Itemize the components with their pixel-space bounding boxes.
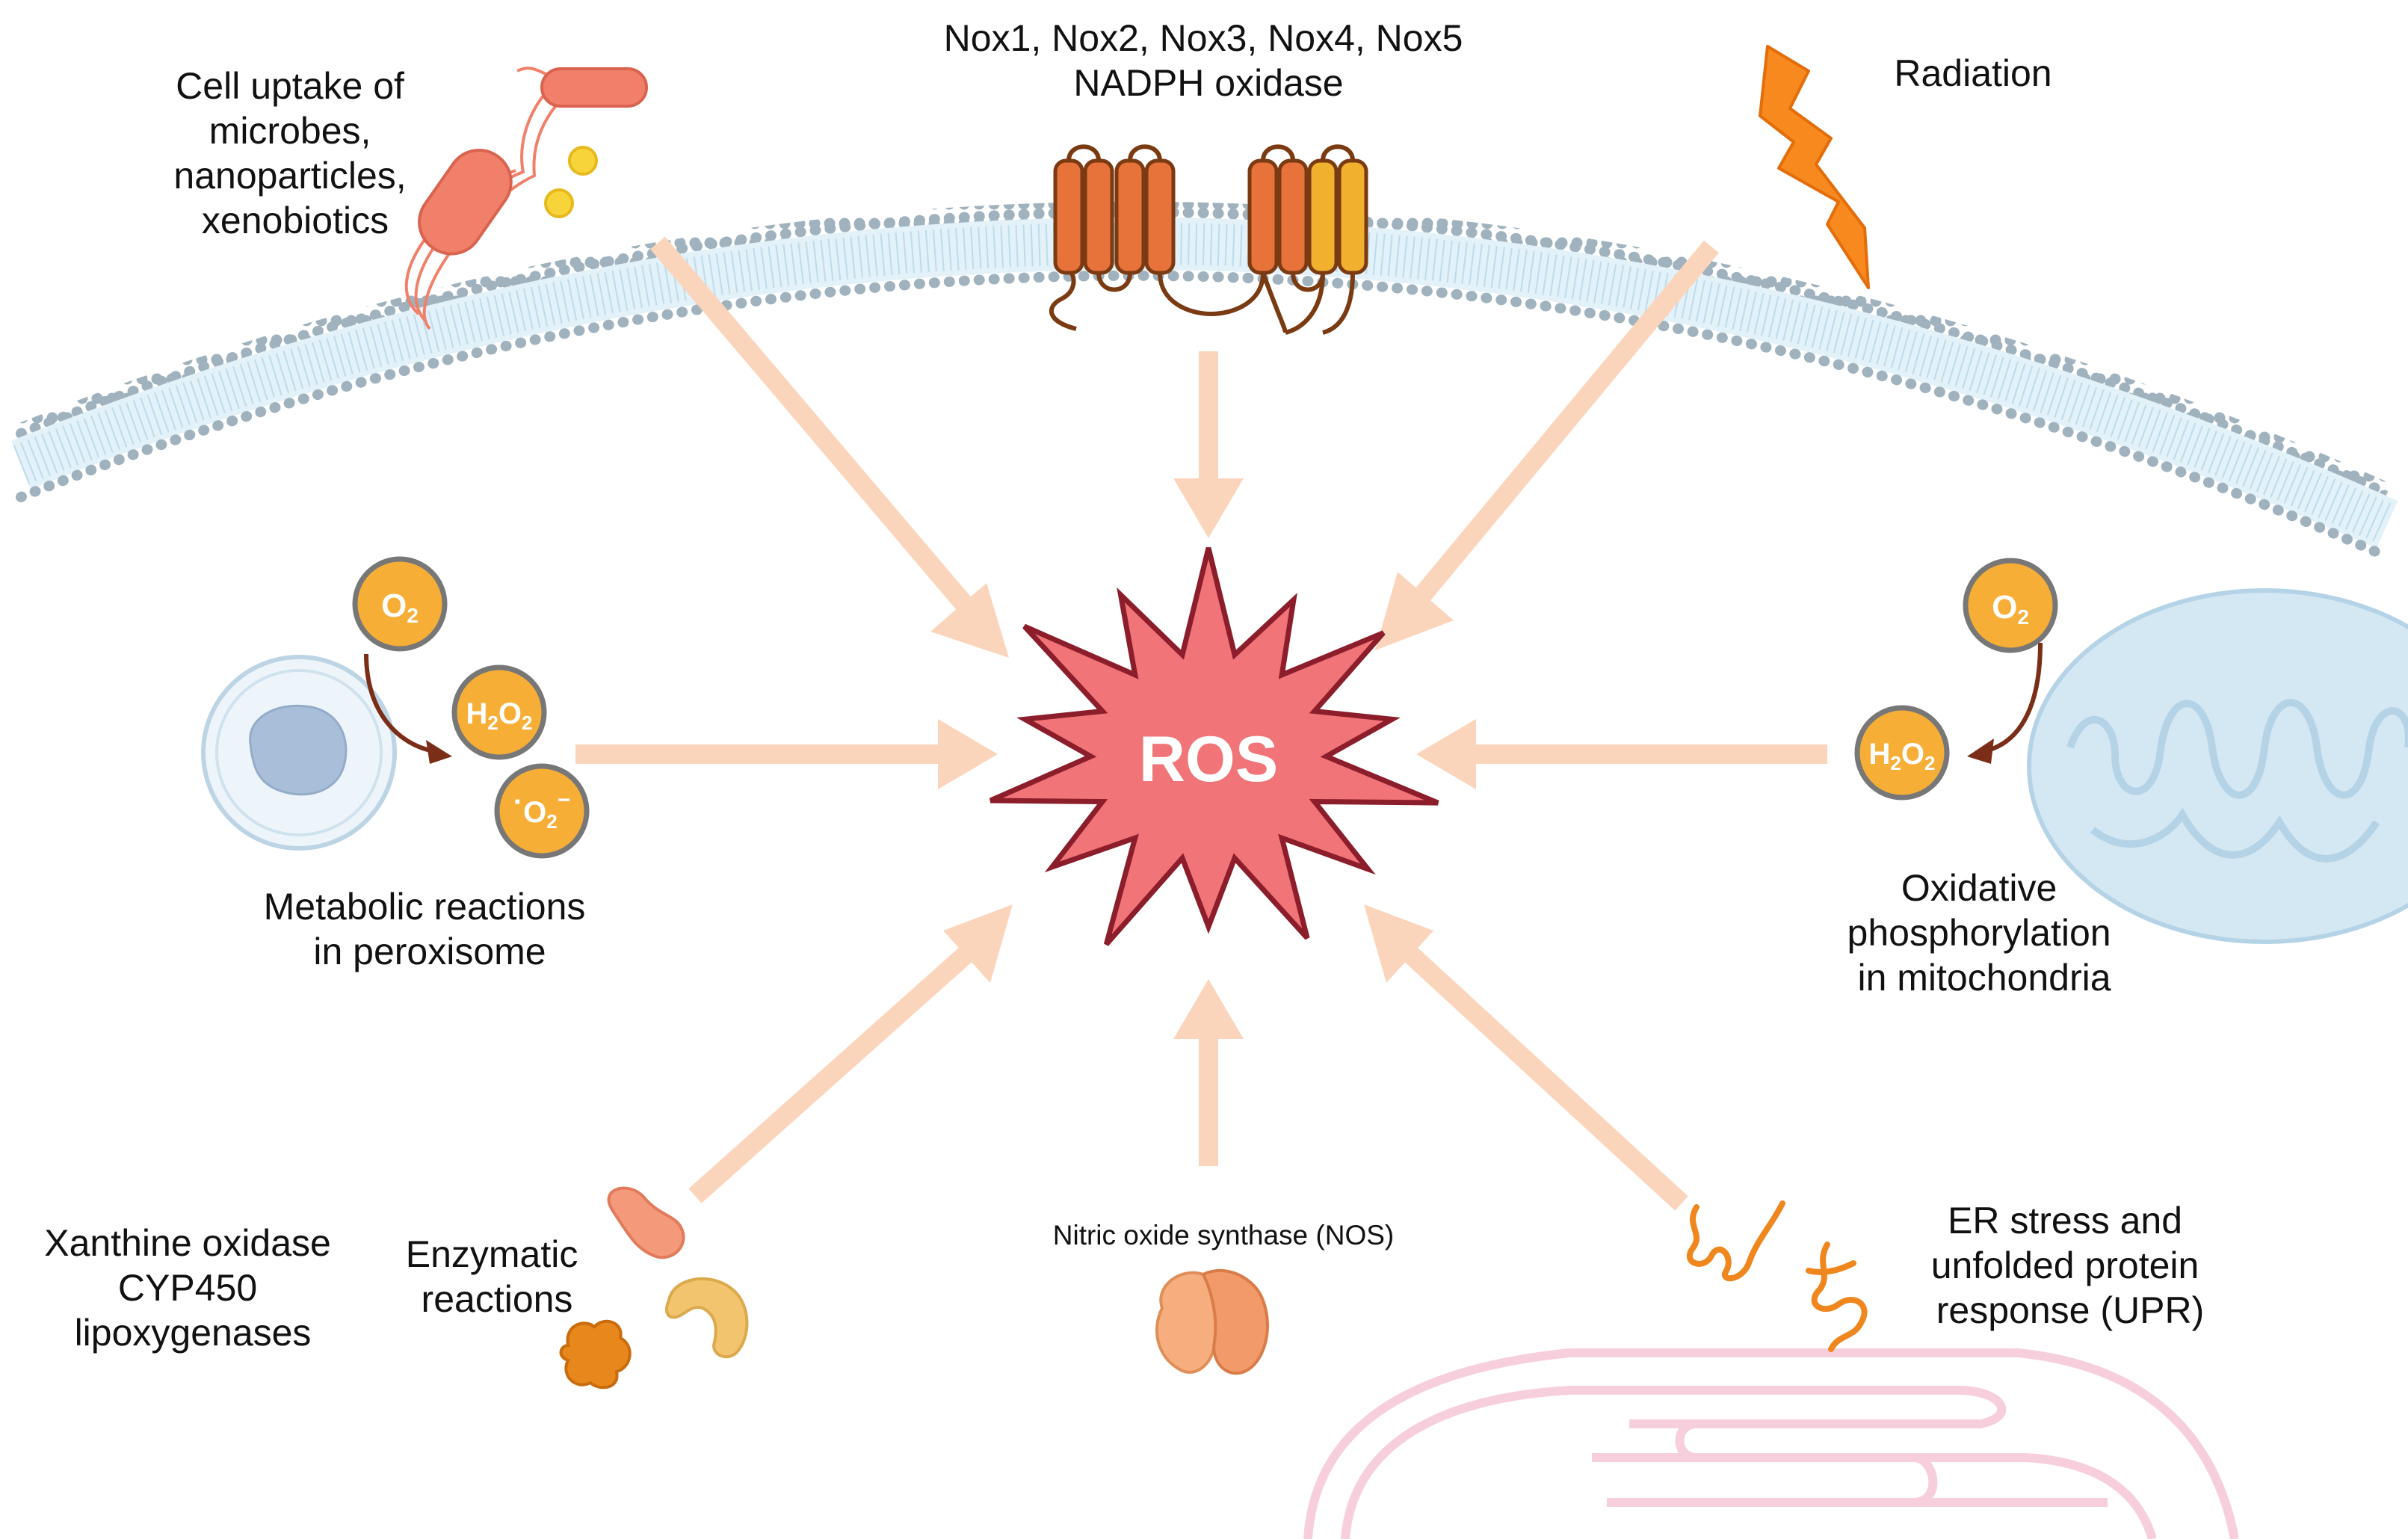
nos-label: Nitric oxide synthase (NOS)	[1053, 1220, 1394, 1250]
nox-isoforms-label: Nox1, Nox2, Nox3, Nox4, Nox5	[944, 17, 1463, 59]
ros-star-shape	[989, 547, 1439, 946]
er-stress-line-3: response (UPR)	[1936, 1289, 2204, 1331]
svg-text:ER stress and unfolded: ER stress and unfolded protein response …	[1931, 1200, 2210, 1331]
svg-text:Oxidative phosphorylat: Oxidative phosphorylation in mitochondri…	[1847, 867, 2122, 999]
mitochondria-line-1: Oxidative	[1901, 867, 2057, 909]
ros-label: ROS	[1139, 724, 1278, 795]
svg-text:H2O2: H2O2	[1869, 738, 1936, 774]
er-stress-source: ER stress and unfolded protein response …	[1686, 1200, 2210, 1352]
endoplasmic-reticulum-icon	[1303, 1348, 2239, 1539]
nos-enzyme-icon	[1155, 1269, 1269, 1375]
svg-text:Nox1, Nox2, Nox3, Nox4, Nox5: Nox1, Nox2, Nox3, Nox4, Nox5 NADPH oxida…	[944, 17, 1474, 104]
arrow-peroxisome	[575, 719, 998, 789]
svg-text:Xanthine oxidase CYP45: Xanthine oxidase CYP450 lipoxygenases	[44, 1222, 342, 1354]
mitochondria-reaction-arrow	[1983, 642, 2043, 753]
o2-molecule: O2	[352, 556, 448, 652]
cell-uptake-source: Cell uptake of microbes, nanoparticles, …	[173, 65, 648, 330]
xanthine-line-2: CYP450	[118, 1267, 257, 1309]
nox-helices	[1053, 158, 1368, 275]
arrow-nos	[1173, 979, 1244, 1166]
mitochondria-line-3: in mitochondria	[1857, 957, 2111, 999]
mitochondrion-icon	[2027, 588, 2408, 944]
xanthine-line-3: lipoxygenases	[75, 1312, 312, 1354]
peroxisome-reaction-arrow	[364, 653, 434, 753]
arrow-cell-uptake	[650, 236, 1009, 658]
er-stress-line-2: unfolded protein	[1931, 1245, 2199, 1286]
arrow-mitochondria	[1416, 719, 1827, 789]
h2o2-molecule-mito: H2O2	[1854, 705, 1950, 801]
enzymatic-line-1: Enzymatic	[406, 1233, 578, 1275]
cell-uptake-line-4: xenobiotics	[202, 200, 389, 241]
svg-text:Enzymatic reactions: Enzymatic reactions	[406, 1233, 589, 1320]
unfolded-protein-icon	[1686, 1200, 1868, 1352]
peroxisome-line-2: in peroxisome	[313, 931, 546, 972]
svg-text:·O2−: ·O2−	[513, 786, 570, 833]
svg-text:Cell uptake of microbe: Cell uptake of microbes, nanoparticles, …	[173, 65, 416, 241]
radiation-label: Radiation	[1894, 52, 2052, 94]
svg-text:O2: O2	[381, 587, 419, 627]
mitochondria-line-2: phosphorylation	[1847, 912, 2111, 954]
radiation-source: Radiation	[1759, 45, 2052, 289]
bacterium-icon	[404, 67, 648, 330]
mitochondria-source: O2 H2O2 Oxidative phosphorylation in mit…	[1847, 558, 2122, 999]
cell-uptake-line-3: nanoparticles,	[173, 155, 406, 197]
arrow-nox	[1173, 351, 1244, 538]
cell-membrane	[11, 201, 2398, 562]
nox-name-label: NADPH oxidase	[1073, 62, 1343, 104]
svg-text:O2: O2	[1992, 589, 2029, 629]
arrow-er-stress	[1364, 904, 1688, 1211]
peroxisome-icon	[201, 655, 397, 851]
enzymatic-line-2: reactions	[422, 1278, 573, 1320]
enzyme-icon	[559, 1186, 749, 1390]
cell-uptake-line-2: microbes,	[209, 110, 371, 152]
xanthine-line-1: Xanthine oxidase	[44, 1222, 331, 1264]
nos-source: Nitric oxide synthase (NOS)	[1053, 1220, 1394, 1375]
ros-arrows	[575, 236, 1827, 1211]
nanoparticle-icon	[544, 146, 598, 218]
peroxisome-line-1: Metabolic reactions	[264, 886, 586, 928]
svg-text:Metabolic reactions in: Metabolic reactions in peroxisome	[264, 886, 596, 972]
enzymatic-source: Xanthine oxidase CYP450 lipoxygenases En…	[44, 1186, 749, 1390]
o2-molecule-mito: O2	[1963, 558, 2058, 653]
superoxide-molecule: ·O2−	[494, 763, 590, 859]
svg-text:H2O2: H2O2	[466, 697, 533, 734]
ros-burst: ROS	[989, 547, 1439, 946]
nox-source: Nox1, Nox2, Nox3, Nox4, Nox5 NADPH oxida…	[944, 17, 1474, 335]
arrow-enzymatic	[688, 904, 1013, 1203]
er-stress-line-1: ER stress and	[1948, 1200, 2182, 1242]
arrow-radiation	[1375, 240, 1720, 650]
lightning-bolt-icon	[1759, 45, 1870, 289]
cell-uptake-line-1: Cell uptake of	[176, 65, 404, 107]
h2o2-molecule: H2O2	[451, 664, 547, 760]
peroxisome-source: O2 H2O2 ·O2− Metabolic reactions in pero…	[201, 556, 596, 972]
